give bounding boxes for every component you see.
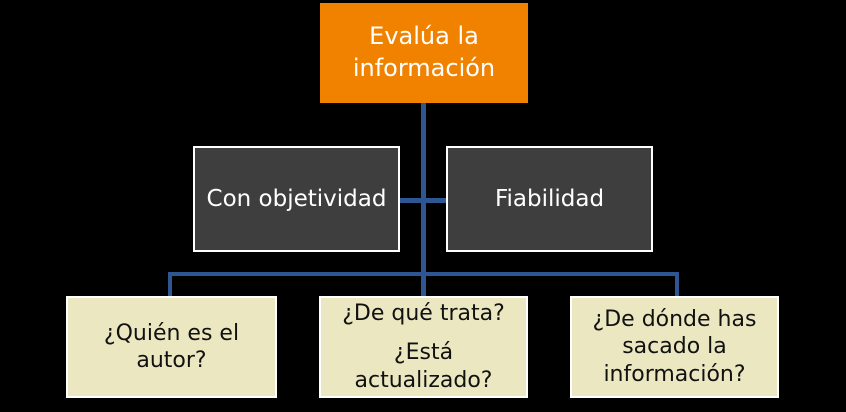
branch-node-label: Con objetividad [206,186,387,212]
leaf-node-quien-es-el-autor: ¿Quién es el autor? [66,296,277,398]
branch-node-fiabilidad: Fiabilidad [446,146,653,252]
branch-node-label: Fiabilidad [494,186,605,212]
connector-branches-horizontal [400,198,446,203]
connector-leaf3-stub [675,272,679,296]
branch-node-con-objetividad: Con objetividad [193,146,400,252]
leaf-node-label: ¿Quién es el autor? [103,320,240,374]
root-node-evalua-la-informacion: Evalúa la información [320,3,528,103]
root-node-label: Evalúa la información [352,22,496,82]
leaf-node-de-que-trata: ¿De qué trata? ¿Está actualizado? [319,296,528,398]
connector-leaf1-stub [168,272,172,296]
leaf-node-de-donde-has-sacado: ¿De dónde has sacado la información? [570,296,779,398]
connector-leaves-horizontal [168,272,679,276]
leaf-node-label-line2: ¿Está actualizado? [354,340,493,393]
leaf-node-label: ¿De dónde has sacado la información? [592,306,757,387]
leaf-node-label-line1: ¿De qué trata? [342,300,505,326]
